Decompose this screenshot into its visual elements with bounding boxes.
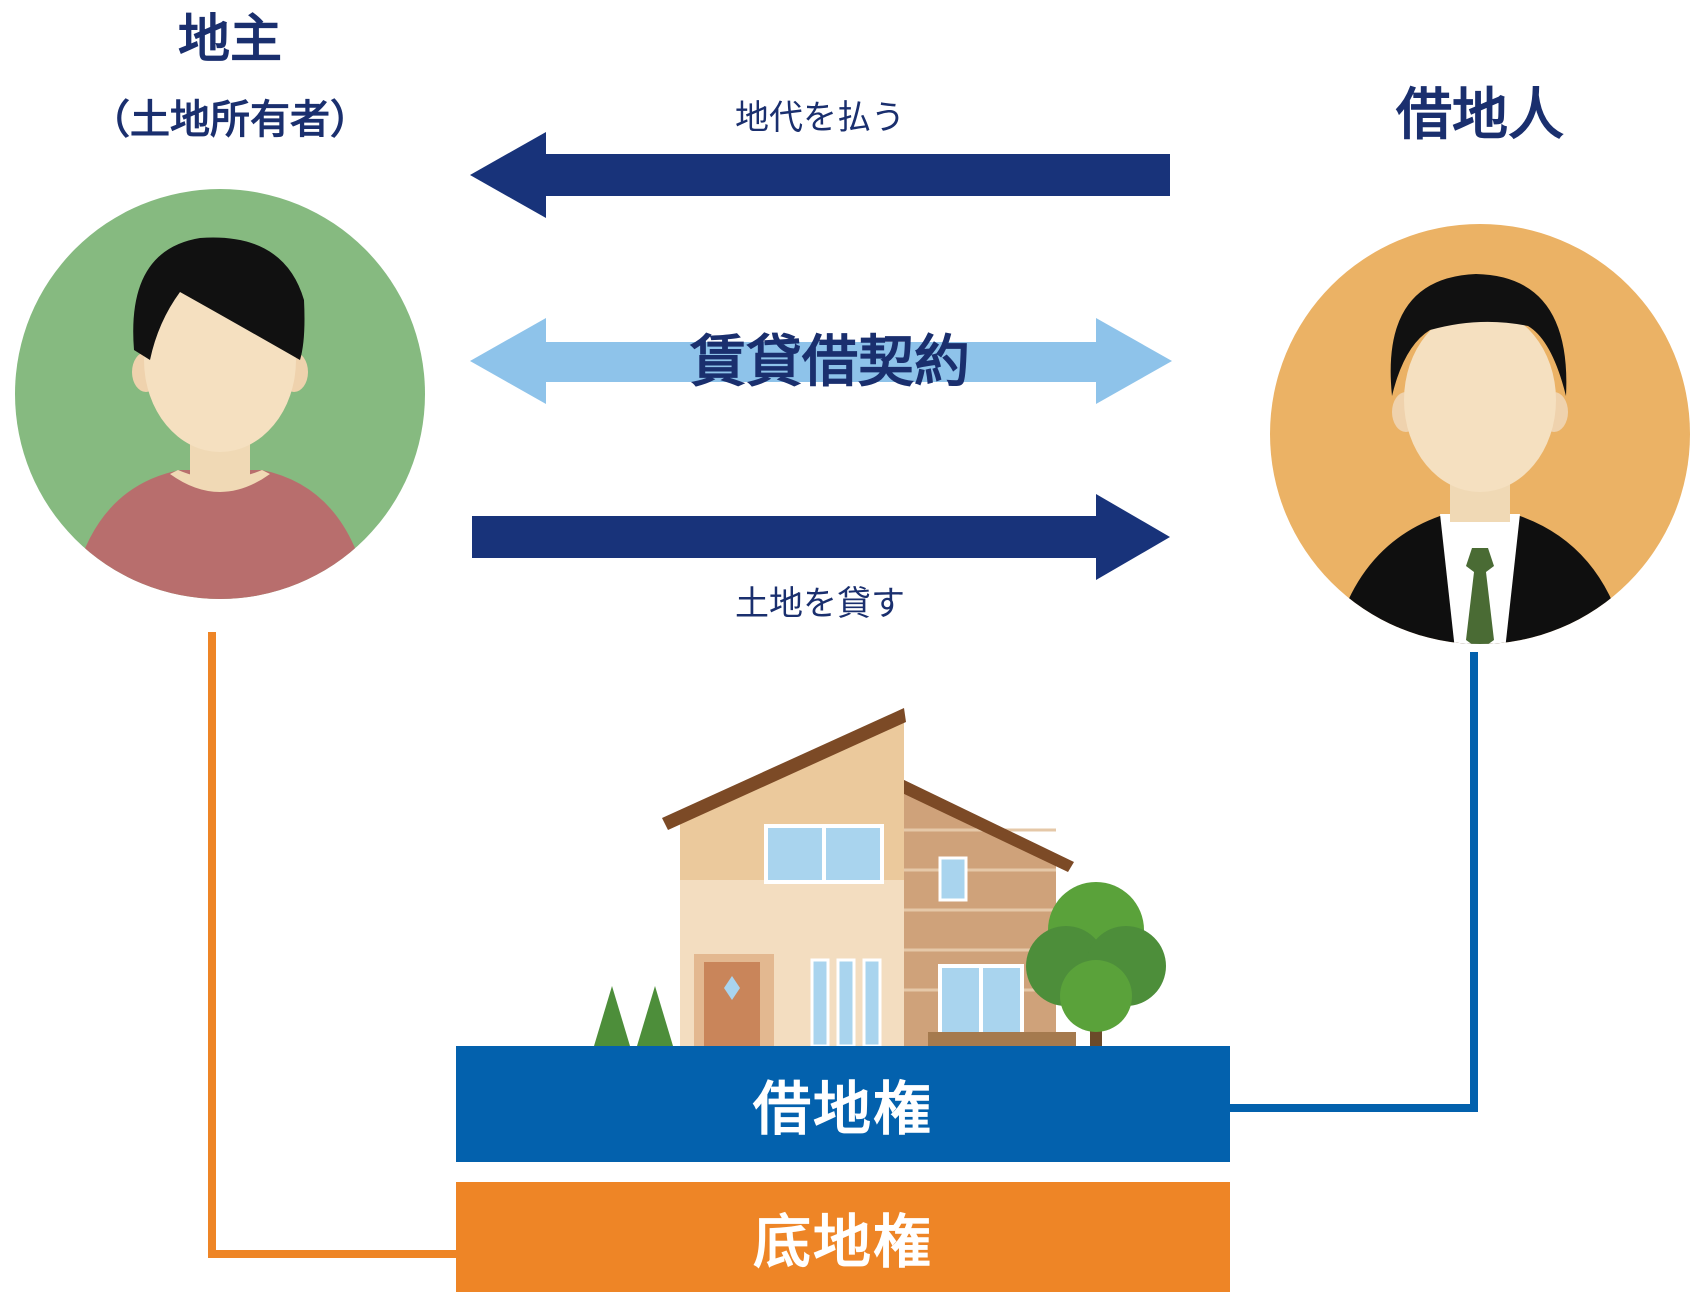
- contract-double-arrow: [470, 318, 1172, 404]
- tenant-connector-line: [1228, 652, 1478, 1112]
- landowner-avatar: [15, 189, 425, 599]
- door-icon: [704, 962, 760, 1046]
- leasehold-bar-bg: [456, 1046, 1230, 1162]
- land-bar-bg: [456, 1182, 1230, 1292]
- landowner-subtitle: （土地所有者）: [90, 97, 370, 143]
- house-illustration: [594, 708, 1166, 1048]
- lend-arrow: [472, 494, 1170, 580]
- tree-icon: [637, 986, 673, 1046]
- landowner-title: 地主: [177, 10, 282, 70]
- pay-arrow: [470, 132, 1170, 218]
- tenant-title: 借地人: [1396, 83, 1564, 148]
- landowner-connector-line: [208, 632, 458, 1258]
- tenant-avatar: [1270, 224, 1690, 644]
- lend-arrow-label: 土地を貸す: [735, 584, 905, 624]
- pay-arrow-label: 地代を払う: [735, 98, 905, 138]
- tree-icon: [1026, 882, 1166, 1046]
- leasehold-bar: 借地権: [456, 1046, 1230, 1162]
- tree-icon: [594, 986, 630, 1046]
- contract-arrow-label: 賃貸借契約: [690, 329, 970, 395]
- land-ownership-label: 底地権: [752, 1208, 933, 1276]
- leasehold-label: 借地権: [752, 1075, 933, 1143]
- land-ownership-bar: 底地権: [456, 1182, 1230, 1292]
